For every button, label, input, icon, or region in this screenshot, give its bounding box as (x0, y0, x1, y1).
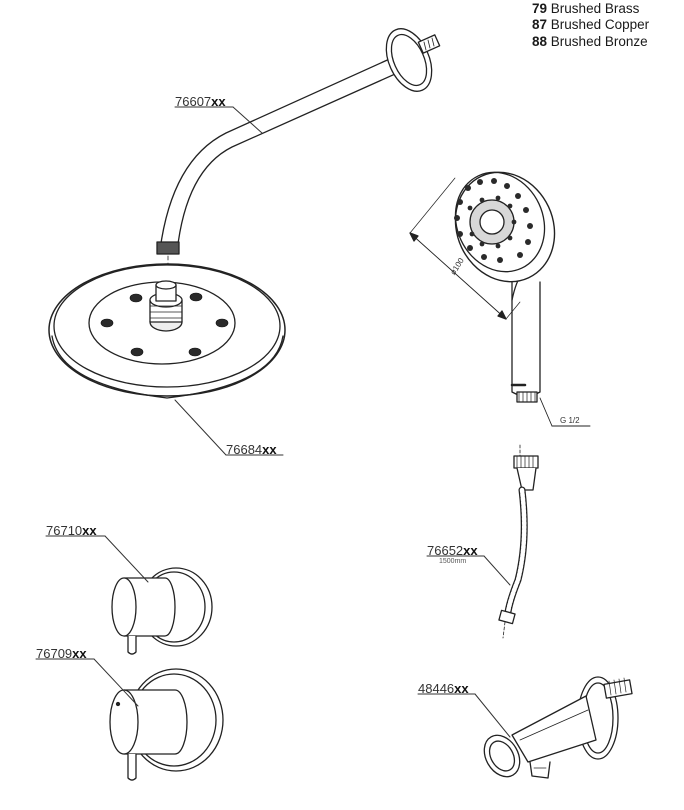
ceiling-connector (149, 280, 183, 332)
wall-outlet-elbow (483, 676, 633, 779)
leader-lines (35, 106, 511, 738)
finish-bronze: 88 Brushed Bronze (532, 34, 648, 49)
part-code-head: 76684xx (226, 442, 277, 457)
finish-brass: 79 Brushed Brass (532, 1, 640, 16)
shower-hose (498, 444, 539, 639)
hose-length: 1500mm (439, 558, 467, 565)
hand-shower (409, 171, 591, 427)
part-code-mixer: 76709xx (36, 646, 87, 661)
part-code-arm: 76607xx (175, 94, 226, 109)
spray-jets (100, 292, 229, 357)
handshower-jets (454, 178, 533, 263)
shower-arm (156, 28, 441, 286)
part-code-outlet: 48446xx (418, 681, 469, 696)
part-code-hose: 76652xx (427, 543, 478, 558)
rain-shower-head (48, 263, 286, 399)
thread-size: G 1/2 (560, 416, 580, 425)
finish-copper: 87 Brushed Copper (532, 17, 650, 32)
diverter-valve (111, 567, 213, 655)
part-code-diverter: 76710xx (46, 523, 97, 538)
thermostatic-mixer (109, 668, 224, 781)
